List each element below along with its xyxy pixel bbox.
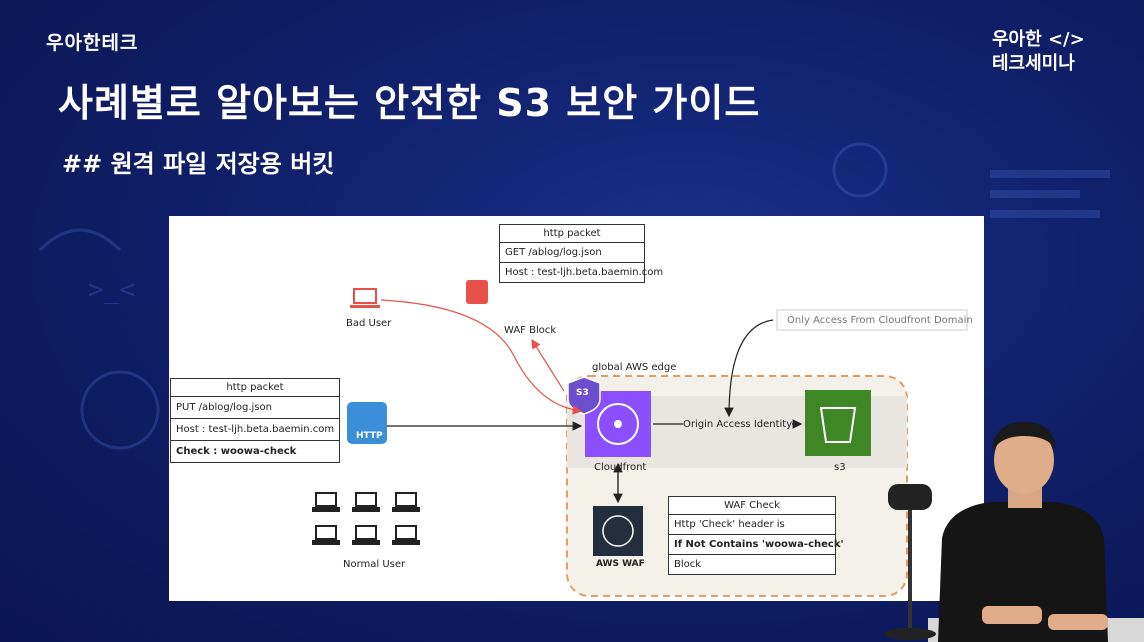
normal-user-label: Normal User [343,559,406,570]
waf-check-box: WAF Check Http 'Check' header is If Not … [668,496,844,575]
microphone [884,484,936,640]
slide-title: 사례별로 알아보는 안전한 S3 보안 가이드 [58,81,761,125]
packet-row: Host : test-ljh.beta.baemin.com [171,419,339,441]
packet-header: http packet [171,379,339,397]
s3-label: s3 [834,462,846,473]
bad-user-label: Bad User [346,318,392,329]
packet-row: PUT /ablog/log.json [171,397,339,419]
s3-bucket-icon [805,390,871,456]
oai-label: Origin Access Identity [683,419,793,430]
waf-block-label: WAF Block [504,325,557,336]
top-http-packet: http packet GET /ablog/log.json Host : t… [499,224,664,283]
aws-waf-icon [593,506,643,556]
waf-check-header: WAF Check [669,497,835,515]
diagram-slide: http packet GET /ablog/log.json Host : t… [169,216,984,601]
http-icon [347,402,387,444]
cloudfront-label: Cloudfront [594,462,647,473]
left-http-packet: http packet PUT /ablog/log.json Host : t… [170,378,340,463]
packet-row: GET /ablog/log.json [500,243,644,263]
brand-logo-left: 우아한테크 [46,32,139,54]
diagram-canvas [312,280,968,597]
brand-right-line1: 우아한 </> [992,29,1085,50]
normal-user-icons [312,492,420,545]
waf-check-row: Http 'Check' header is [669,515,835,535]
packet-header: http packet [500,225,644,243]
brand-right-line2: 테크세미나 [992,53,1075,74]
bad-user-icon [350,288,380,308]
http-icon-label: HTTP [356,431,383,441]
waf-check-row: Block [674,559,702,570]
only-access-label: Only Access From Cloudfront Domain [787,315,973,326]
slide-subtitle: ## 원격 파일 저장용 버킷 [62,150,335,178]
brand-logo-right: 우아한 </> 테크세미나 [992,28,1085,76]
presenter [928,422,1144,642]
packet-row: Check : woowa-check [176,446,297,457]
waf-check-row: If Not Contains 'woowa-check' [669,535,844,555]
svg-text:>_<: >_< [88,275,135,305]
red-http-icon [466,280,488,304]
shield-icon [567,376,601,415]
shield-label: S3 [576,388,589,398]
global-edge-label: global AWS edge [592,362,677,373]
aws-waf-label: AWS WAF [596,559,645,569]
packet-row: Host : test-ljh.beta.baemin.com [505,267,664,278]
